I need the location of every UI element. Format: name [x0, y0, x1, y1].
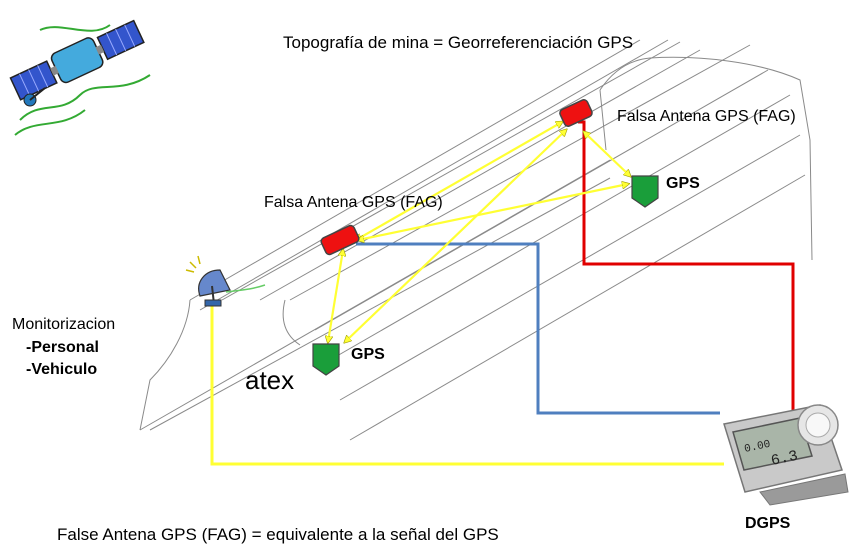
- blue-cable: [356, 242, 720, 415]
- gps-marker-left: [312, 343, 340, 376]
- dish-antenna-icon: [185, 255, 266, 307]
- monitoring-item-personal: -Personal: [26, 339, 99, 356]
- fag-label-mid: Falsa Antena GPS (FAG): [264, 194, 443, 211]
- link-fag-mid-gps-left: [328, 250, 343, 342]
- signal-links: [328, 122, 630, 342]
- diagram-title: Topografía de mina = Georreferenciación …: [283, 33, 634, 52]
- dgps-receiver-icon: [723, 404, 849, 506]
- dgps-label: DGPS: [745, 515, 791, 532]
- yellow-cable: [210, 304, 724, 466]
- atex-label: atex: [245, 365, 295, 395]
- link-fag-mid-gps-right: [358, 184, 628, 240]
- dgps-display-bottom: 6.3: [770, 448, 800, 470]
- monitoring-item-vehiculo: -Vehiculo: [26, 361, 98, 378]
- footer-caption: False Antena GPS (FAG) = equivalente a l…: [57, 525, 499, 544]
- gps-label-left: GPS: [351, 346, 385, 363]
- red-cable: [578, 120, 795, 410]
- gps-marker-right: [631, 175, 659, 208]
- fag-device-top: [559, 99, 593, 127]
- fag-label-top: Falsa Antena GPS (FAG): [617, 108, 796, 125]
- mine-tunnel-lines: [139, 39, 813, 441]
- satellite-icon: [9, 19, 151, 136]
- link-fag-top-gps-right: [584, 132, 630, 176]
- link-fag-top-fag-mid: [356, 122, 562, 240]
- gps-label-right: GPS: [666, 175, 700, 192]
- monitoring-title: Monitorizacion: [12, 316, 116, 333]
- fag-device-mid: [320, 224, 360, 256]
- dgps-display-top: 0.00: [743, 439, 771, 456]
